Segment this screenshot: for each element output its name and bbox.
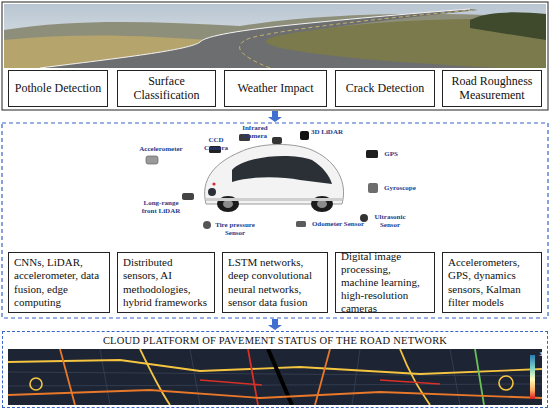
color-scale-bar (530, 355, 535, 399)
road-fair (60, 349, 75, 405)
gps-icon (366, 150, 378, 158)
box-text: CNNs, LiDAR, accelerometer, data fusion,… (14, 256, 104, 309)
box-text: Distributed sensors, AI methodologies, h… (123, 256, 209, 309)
minor-streets (8, 349, 542, 405)
road-fair (315, 349, 330, 405)
sensor-label: Long-range front LiDAR (140, 200, 182, 215)
road-photo (4, 4, 546, 68)
sensor-label: GPS (381, 151, 401, 159)
road-good (140, 349, 170, 405)
box-text: LSTM networks, deep convolutional neural… (228, 256, 322, 309)
asphalt-road (40, 9, 500, 68)
problem-box: Pothole Detection (8, 70, 108, 107)
wheel-hub (317, 200, 327, 208)
sensor-label: Odometer Sensor (310, 221, 366, 229)
box-text: Accelerometers, GPS, dynamics sensors, K… (448, 256, 536, 309)
roof-lidar (272, 137, 282, 144)
sensor-label: Gyroscope (381, 185, 419, 193)
sensing-frame (2, 123, 548, 318)
method-box: CNNs, LiDAR, accelerometer, data fusion,… (8, 252, 110, 313)
box-text: Weather Impact (238, 82, 314, 96)
roundabout (499, 376, 513, 390)
method-box: Accelerometers, GPS, dynamics sensors, K… (442, 252, 542, 313)
problem-box: Road Roughness Measurement (442, 70, 542, 107)
road-center-line (240, 10, 474, 68)
lidar-icon (300, 131, 309, 140)
trees (470, 12, 546, 40)
sensor-label: Accelerometer (134, 146, 188, 154)
box-text: Surface Classification (122, 75, 211, 103)
sensor-label: Tire pressure Sensor (214, 222, 256, 237)
roundabout (30, 378, 42, 390)
box-text: Pothole Detection (15, 82, 101, 96)
top-frame (2, 2, 548, 110)
accelerometer-icon (146, 156, 158, 164)
problem-box: Surface Classification (117, 70, 216, 107)
method-box: Digital image processing, machine learni… (335, 252, 435, 313)
front-lidar-icon (182, 193, 194, 200)
problem-box: Crack Detection (335, 70, 435, 107)
gyroscope-icon (368, 183, 378, 193)
wheel-hub (223, 200, 233, 208)
sensor-label: CCD Camera (196, 137, 236, 152)
road-poor (200, 380, 440, 385)
down-arrow (268, 319, 282, 330)
front-sensor (208, 188, 216, 196)
sensor-label: Infrared Camera (230, 125, 280, 140)
car-body (205, 144, 344, 204)
panel-title: CLOUD PLATFORM OF PAVEMENT STATUS OF THE… (3, 335, 547, 346)
scale-value: 3 (537, 351, 545, 358)
road-fair (8, 390, 542, 398)
car-skirt (206, 198, 342, 201)
road-network-map (8, 349, 542, 405)
box-text: Crack Detection (346, 82, 424, 96)
cloud-platform-panel: CLOUD PLATFORM OF PAVEMENT STATUS OF THE… (2, 331, 548, 408)
road-edge-line (40, 9, 470, 68)
method-box: Distributed sensors, AI methodologies, h… (117, 252, 215, 313)
box-text: Road Roughness Measurement (447, 75, 537, 103)
sensor-label: Ultrasonic Sensor (371, 214, 409, 229)
problem-box: Weather Impact (224, 70, 327, 107)
sensor-label: 3D LiDAR (310, 129, 344, 137)
down-arrow (268, 111, 282, 122)
road-good (400, 349, 430, 405)
tire-sensor-icon (203, 221, 211, 229)
method-box: LSTM networks, deep convolutional neural… (222, 252, 328, 313)
car-light (212, 182, 215, 185)
sky (4, 4, 546, 68)
car-windows (232, 156, 332, 184)
odometer-icon (296, 221, 306, 227)
map-background (8, 349, 542, 405)
box-text: Digital image processing, machine learni… (341, 250, 429, 316)
